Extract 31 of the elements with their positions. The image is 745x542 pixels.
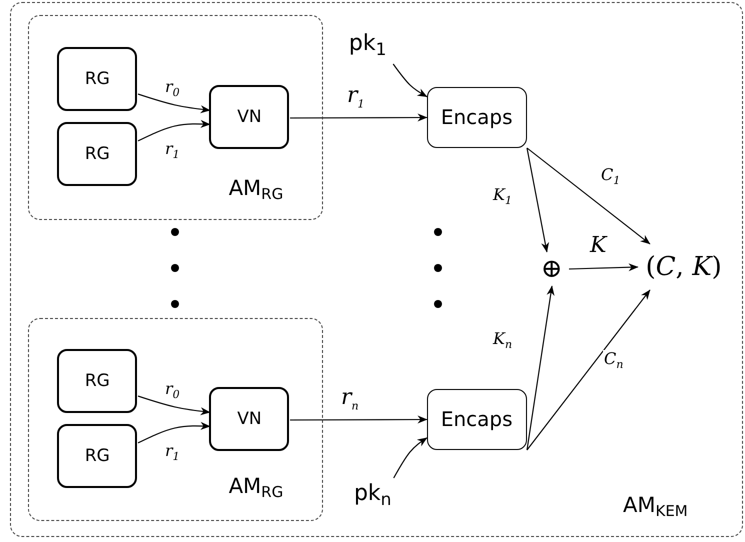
module-label: AM$_{KEM}$ [623, 493, 688, 520]
arrow [290, 114, 428, 122]
arrow [138, 396, 210, 416]
arrow [526, 286, 555, 450]
process-box: RG [57, 424, 138, 488]
module-frame [10, 2, 743, 537]
arrow [138, 120, 210, 142]
arrow [526, 148, 650, 244]
key-label: pk$_{n}$ [350, 478, 396, 514]
process-box: VN [209, 387, 290, 452]
arrow [526, 290, 650, 450]
xor-symbol: ⊕ [534, 252, 569, 286]
process-box: RG [57, 47, 138, 112]
module-label: AM$_{RG}$ [228, 474, 284, 501]
process-box: RG [57, 349, 138, 414]
process-box: VN [209, 85, 290, 150]
arrow [290, 416, 428, 424]
module-frame [28, 14, 323, 220]
process-box: Encaps [426, 388, 527, 450]
arrow [393, 437, 428, 478]
arrow [138, 94, 210, 114]
module-label: AM$_{RG}$ [228, 176, 284, 203]
arrow [138, 422, 210, 444]
module-frame [28, 318, 323, 521]
key-label: pk$_{1}$ [340, 28, 396, 64]
process-box: RG [57, 122, 138, 186]
arrow [526, 148, 550, 252]
arrow [392, 64, 428, 98]
arrow [568, 263, 638, 272]
process-box: Encaps [426, 86, 527, 148]
result-label: (C, K) [638, 244, 730, 290]
